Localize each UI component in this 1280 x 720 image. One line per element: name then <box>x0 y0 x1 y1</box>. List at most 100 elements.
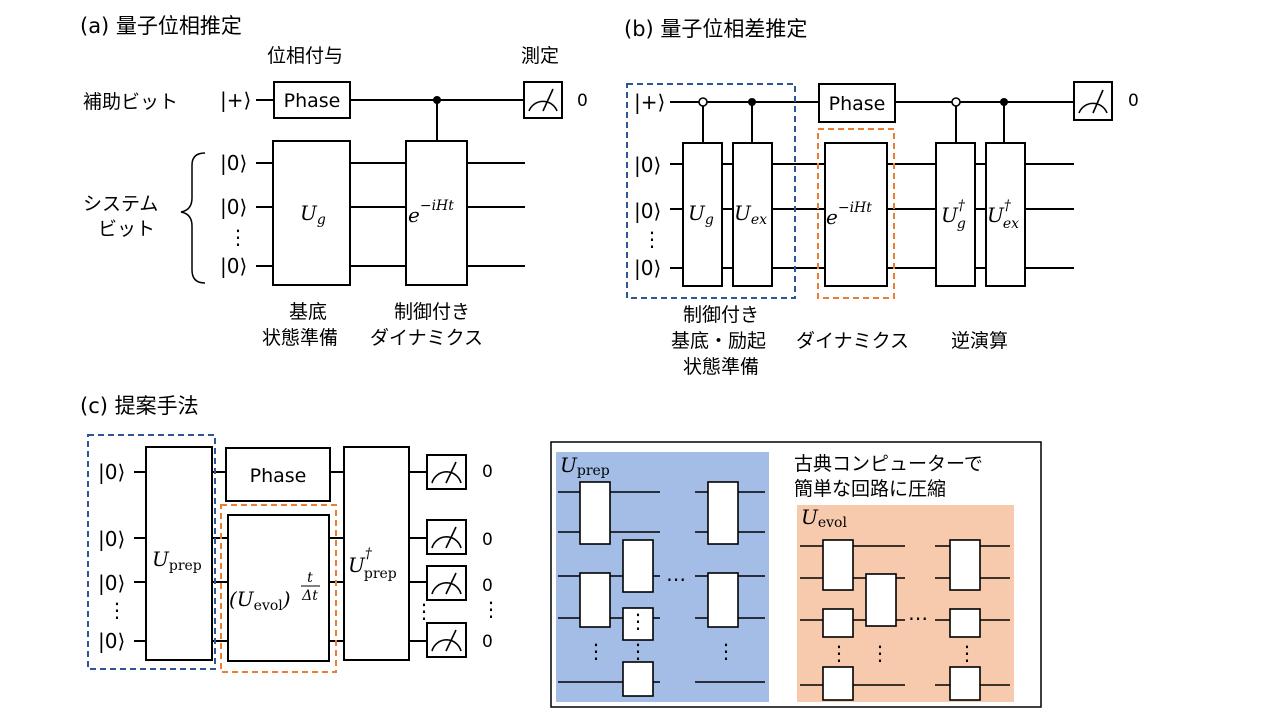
evolution-label: e−iHt <box>826 200 872 229</box>
ug-label: Ug <box>300 201 326 228</box>
ket-plus: |+⟩ <box>634 90 665 114</box>
uex-label: Uex <box>734 201 767 228</box>
control-dot <box>433 96 441 104</box>
measurement-meter <box>426 565 467 601</box>
uprep-dagger-label: U†prep <box>348 546 397 582</box>
ug-gate <box>272 140 351 286</box>
panel-a: (a) 量子位相推定 位相付与 測定 補助ビット システム ビット |+⟩ |0… <box>80 14 588 349</box>
control-dot <box>1000 98 1008 106</box>
vdots: ⋮ <box>586 639 606 663</box>
meas-result: 0 <box>577 91 588 111</box>
uprep-small-gates <box>579 481 739 697</box>
measurement-meter <box>426 454 467 490</box>
control-dot <box>748 98 756 106</box>
uprep-label: Uprep <box>152 547 202 574</box>
ug-label: Ug <box>688 201 714 228</box>
meas-result: 0 <box>482 632 493 652</box>
phase-kickback-label: 位相付与 <box>267 45 343 67</box>
open-control-dot <box>951 97 961 107</box>
uex-dagger-gate <box>985 142 1026 287</box>
caption-prep-line2: 基底・励起 <box>671 330 766 352</box>
measurement-meter <box>426 622 467 658</box>
meas-result: 0 <box>482 462 493 482</box>
caption-dynamics: ダイナミクス <box>796 330 909 352</box>
caption-inverse: 逆演算 <box>951 330 1008 352</box>
ket-zero: |0⟩ <box>634 256 661 280</box>
meas-result: 0 <box>482 530 493 550</box>
dots: ⋯ <box>908 606 928 630</box>
phase-gate-label: Phase <box>250 465 307 487</box>
evolution-gate <box>824 142 888 287</box>
blue-dashed-group <box>626 83 796 299</box>
panel-a-title: (a) 量子位相推定 <box>80 14 242 38</box>
vdots: ⋮ <box>870 641 890 665</box>
evolution-label: e−iHt <box>408 198 454 227</box>
inset-uprep-label: Uprep <box>560 453 610 479</box>
caption-dyn-line1: 制御付き <box>394 301 470 323</box>
vdots: ⋮ <box>716 639 736 663</box>
orange-dashed-group <box>220 504 337 673</box>
inset-text-line1: 古典コンピューターで <box>794 453 983 475</box>
caption-basis-line2: 状態準備 <box>262 327 338 349</box>
ket-zero: |0⟩ <box>220 254 247 278</box>
compression-inset: Uprep ⋮ <box>550 441 1042 708</box>
open-control-dot <box>698 97 708 107</box>
uevol-power-label: (Uevol) <box>229 587 291 614</box>
caption-prep-line1: 制御付き <box>683 304 759 326</box>
system-label-line2: ビット <box>98 218 155 240</box>
ket-zero: |0⟩ <box>634 153 661 177</box>
uprep-dagger-gate <box>343 446 410 661</box>
ket-zero: |0⟩ <box>98 460 125 484</box>
panel-b: (b) 量子位相差推定 |+⟩ |0⟩ |0⟩ ⋮ |0⟩ Phase Ug U… <box>624 17 1139 378</box>
phase-gate <box>818 83 896 123</box>
vdots: ⋮ <box>642 227 662 251</box>
ket-zero: |0⟩ <box>98 629 125 653</box>
vdots: ⋮ <box>228 225 248 249</box>
ket-plus: |+⟩ <box>220 88 251 112</box>
system-brace <box>180 152 206 284</box>
caption-prep-line3: 状態準備 <box>683 356 759 378</box>
uex-dagger-label: U†ex <box>987 198 1019 232</box>
vdots: ⋮ <box>107 598 127 622</box>
phase-gate <box>273 81 351 119</box>
ket-zero: |0⟩ <box>220 151 247 175</box>
blue-dashed-group <box>87 434 216 670</box>
frac-numerator: t <box>307 570 313 586</box>
evolution-gate <box>405 140 468 286</box>
panel-c: (c) 提案手法 |0⟩ |0⟩ |0⟩ ⋮ |0⟩ Uprep Phase (… <box>80 394 1042 708</box>
uevol-small-gates <box>822 539 981 701</box>
dots: ⋯ <box>666 567 686 591</box>
uevol-power-gate <box>227 514 330 662</box>
ug-dagger-label: U†g <box>941 198 966 232</box>
ug-dagger-gate <box>935 142 976 287</box>
measurement-meter <box>426 519 467 555</box>
vdots: ⋮ <box>829 641 849 665</box>
panel-b-title: (b) 量子位相差推定 <box>624 17 807 41</box>
meas-result: 0 <box>1128 91 1139 111</box>
ket-zero: |0⟩ <box>634 199 661 223</box>
orange-dashed-group <box>817 128 895 299</box>
measurement-meter <box>523 81 563 119</box>
phase-gate-label: Phase <box>829 93 886 115</box>
caption-basis-line1: 基底 <box>289 301 327 323</box>
measure-label: 測定 <box>521 45 559 67</box>
ancilla-label: 補助ビット <box>83 91 178 113</box>
ug-gate <box>682 142 723 287</box>
uprep-gate <box>145 446 213 661</box>
ket-zero: |0⟩ <box>98 527 125 551</box>
phase-gate <box>225 447 331 502</box>
uex-gate <box>732 142 773 287</box>
inset-text-line2: 簡単な回路に圧縮 <box>794 478 946 500</box>
ket-zero: |0⟩ <box>98 571 125 595</box>
meas-result: 0 <box>482 576 493 596</box>
frac-denominator: Δt <box>301 588 318 604</box>
caption-dyn-line2: ダイナミクス <box>370 327 483 349</box>
vdots: ⋮ <box>414 599 434 623</box>
panel-c-title: (c) 提案手法 <box>80 394 199 418</box>
system-label-line1: システム <box>83 193 158 215</box>
vdots: ⋮ <box>957 641 977 665</box>
vdots: ⋮ <box>481 597 501 621</box>
ket-zero: |0⟩ <box>220 195 247 219</box>
vdots: ⋮ <box>628 639 648 663</box>
